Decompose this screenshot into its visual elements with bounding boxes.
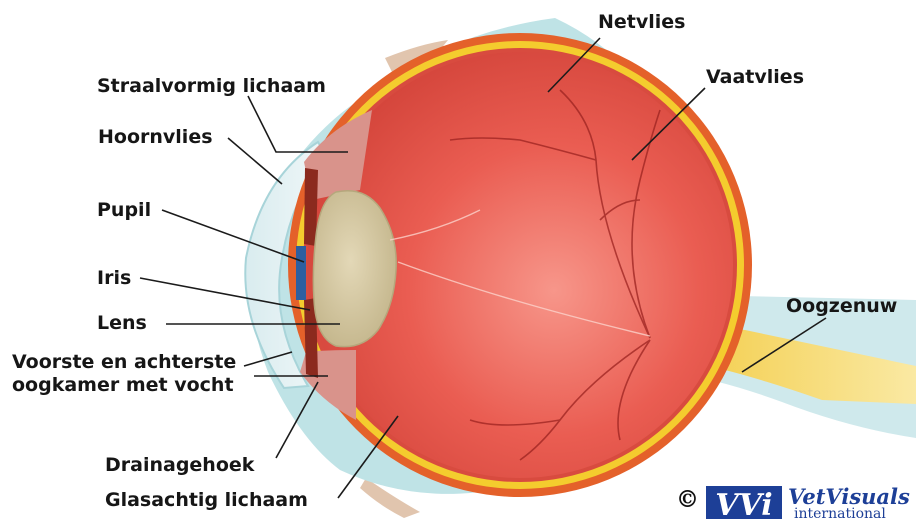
label-oogkamer-line1: Voorste en achterste (12, 352, 236, 373)
label-hoornvlies: Hoornvlies (98, 127, 213, 148)
label-netvlies: Netvlies (598, 12, 685, 33)
logo-sub: international (794, 506, 886, 519)
label-lens: Lens (97, 313, 147, 334)
label-drainagehoek: Drainagehoek (105, 455, 254, 476)
label-oogkamer-line2: oogkamer met vocht (12, 375, 234, 396)
copyright-symbol: © (676, 486, 699, 513)
label-iris: Iris (97, 268, 131, 289)
label-oogzenuw: Oogzenuw (786, 296, 897, 317)
leader-hoornvlies (228, 138, 282, 184)
vetvisuals-logo: VVi VetVisuals international (706, 482, 916, 519)
label-glasachtig-lichaam: Glasachtig lichaam (105, 490, 308, 511)
pupil-aperture (296, 246, 306, 300)
label-straalvormig-lichaam: Straalvormig lichaam (97, 76, 326, 97)
label-vaatvlies: Vaatvlies (706, 67, 804, 88)
label-pupil: Pupil (97, 200, 151, 221)
logo-mark: VVi (715, 488, 772, 519)
